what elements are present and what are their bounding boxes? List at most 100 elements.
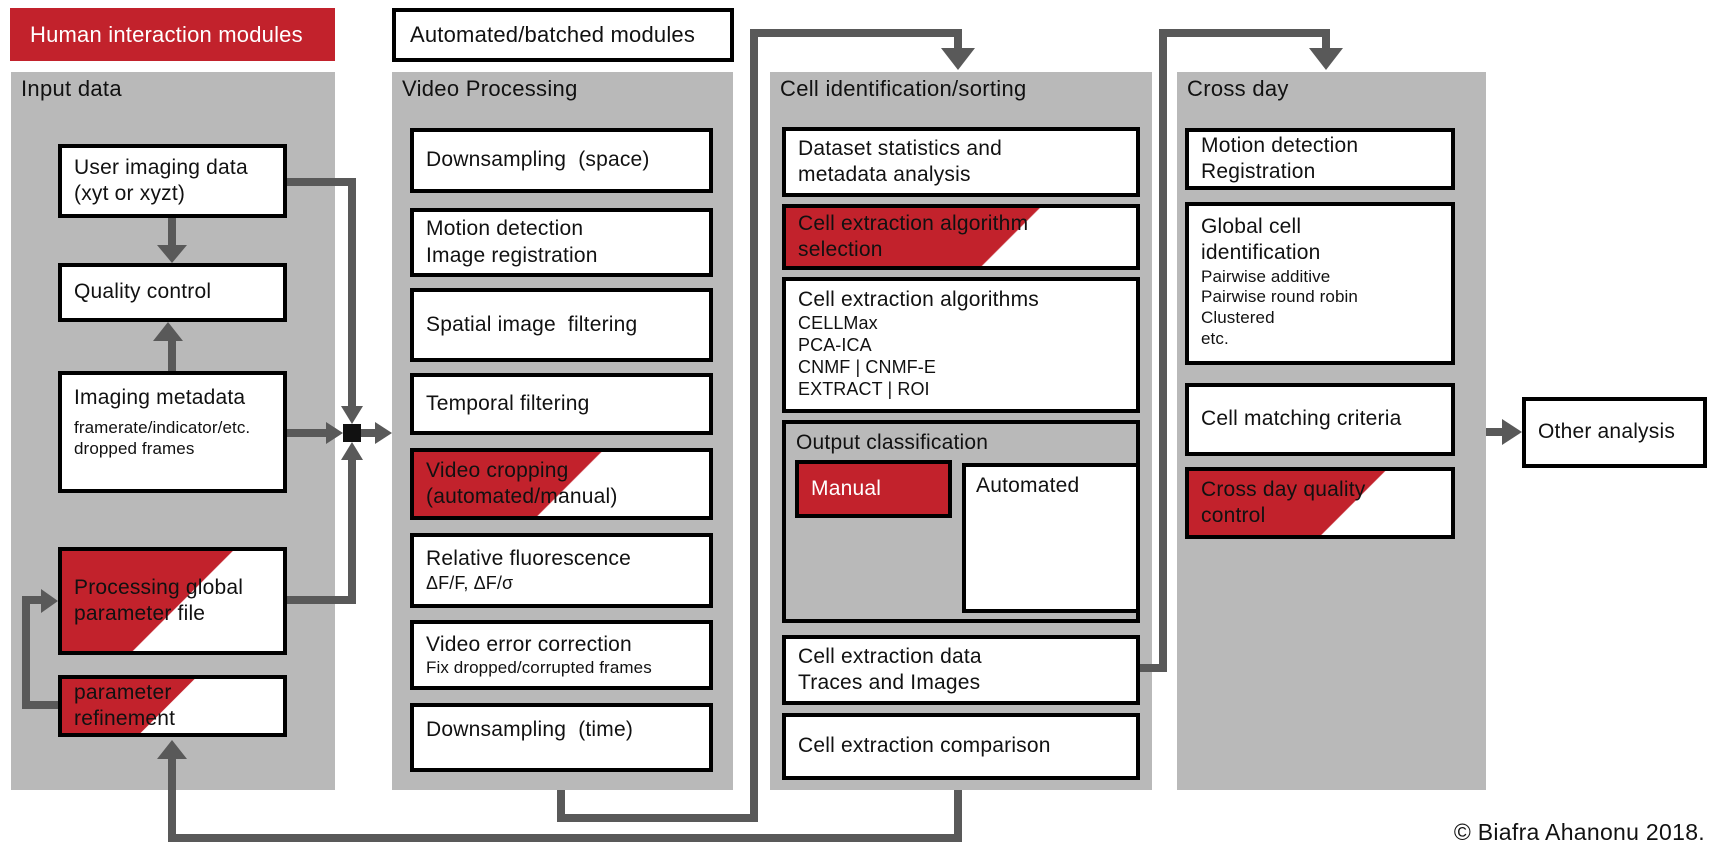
module-extraction-data: Cell extraction data Traces and Images xyxy=(782,635,1140,705)
module-relative-fluorescence-label: Relative fluorescence xyxy=(426,547,631,571)
module-downsampling-time: Downsampling (time) xyxy=(410,703,713,772)
module-quality-control: Quality control xyxy=(58,263,287,322)
panel-output-classification: Output classification Manual Automated xyxy=(782,420,1140,623)
module-crossday-motion-detection: Motion detection Registration xyxy=(1185,128,1455,190)
module-quality-control-label: Quality control xyxy=(74,280,212,304)
module-extraction-data-label: Cell extraction data Traces and Images xyxy=(798,644,982,694)
column-video-processing-title: Video Processing xyxy=(402,76,578,101)
connector-user-to-quality xyxy=(168,218,176,245)
module-video-cropping-label: Video cropping (automated/manual) xyxy=(426,458,618,508)
column-cell-identification-title: Cell identification/sorting xyxy=(780,76,1027,101)
connector-extractiondata-to-crossday xyxy=(1159,29,1167,672)
arrowhead-into-video-processing xyxy=(375,422,392,444)
connector-vp-to-cellid xyxy=(557,814,758,822)
module-manual-classification-label: Manual xyxy=(811,476,882,500)
legend-human-interaction-modules: Human interaction modules xyxy=(10,8,335,61)
legend-automated-label: Automated/batched modules xyxy=(410,22,696,48)
arrowhead-into-cross-day xyxy=(1309,48,1343,70)
module-crossday-quality-control: Cross day quality control xyxy=(1185,467,1455,539)
connector-refinement-loop xyxy=(22,701,58,709)
module-spatial-filtering: Spatial image filtering xyxy=(410,288,713,362)
module-extraction-comparison: Cell extraction comparison xyxy=(782,713,1140,780)
module-imaging-metadata-sublabel: framerate/indicator/etc. dropped frames xyxy=(74,418,251,458)
module-downsampling-space: Downsampling (space) xyxy=(410,128,713,193)
column-input-data-title: Input data xyxy=(21,76,122,101)
connector-extractiondata-to-crossday xyxy=(1322,33,1330,48)
module-automated-classification: Automated xyxy=(962,463,1140,613)
module-temporal-filtering: Temporal filtering xyxy=(410,373,713,435)
module-manual-classification: Manual xyxy=(795,460,952,518)
module-relative-fluorescence: Relative fluorescence ΔF/F, ΔF/σ xyxy=(410,533,713,608)
connector-metadata-to-node xyxy=(287,429,326,437)
panel-output-classification-title: Output classification xyxy=(796,431,989,454)
connector-refinement-loop xyxy=(22,596,41,604)
arrowhead-into-node-left xyxy=(326,422,343,444)
merge-node xyxy=(343,424,361,442)
module-video-error-correction: Video error correction Fix dropped/corru… xyxy=(410,620,713,690)
module-other-analysis: Other analysis xyxy=(1522,397,1707,468)
module-parameter-refinement: parameter refinement xyxy=(58,675,287,737)
column-cross-day-title: Cross day xyxy=(1187,76,1289,101)
connector-vp-to-cellid xyxy=(750,29,962,37)
connector-comparison-to-refinement xyxy=(954,790,962,842)
connector-paramfile-to-node xyxy=(348,460,356,604)
module-global-cell-identification-label: Global cell identification xyxy=(1201,215,1321,265)
arrowhead-into-parameter-file xyxy=(41,589,58,613)
module-crossday-quality-control-label: Cross day quality control xyxy=(1201,477,1366,527)
module-global-cell-identification: Global cell identification Pairwise addi… xyxy=(1185,202,1455,365)
module-processing-parameter-file: Processing global parameter file xyxy=(58,547,287,655)
module-video-cropping: Video cropping (automated/manual) xyxy=(410,448,713,520)
connector-crossday-to-other xyxy=(1486,428,1502,436)
connector-extractiondata-to-crossday xyxy=(1159,29,1330,37)
module-downsampling-time-label: Downsampling (time) xyxy=(426,718,634,741)
module-processing-parameter-file-label: Processing global parameter file xyxy=(74,575,244,625)
module-downsampling-space-label: Downsampling (space) xyxy=(426,148,650,172)
arrowhead-into-other-analysis xyxy=(1502,419,1522,445)
connector-metadata-to-quality xyxy=(168,341,176,371)
arrowhead-into-quality-control xyxy=(157,245,187,263)
module-imaging-metadata: Imaging metadata framerate/indicator/etc… xyxy=(58,371,287,493)
connector-comparison-to-refinement xyxy=(168,834,962,842)
connector-refinement-loop xyxy=(22,596,30,709)
connector-vp-to-cellid xyxy=(750,29,758,822)
module-user-imaging-data-label: User imaging data (xyt or xyzt) xyxy=(74,155,248,205)
module-extraction-algorithms-label: Cell extraction algorithms xyxy=(798,288,1039,311)
module-video-error-correction-sublabel: Fix dropped/corrupted frames xyxy=(426,657,652,677)
connector-extractiondata-to-crossday xyxy=(1140,664,1167,672)
module-cell-matching-criteria: Cell matching criteria xyxy=(1185,383,1455,456)
module-crossday-motion-detection-label: Motion detection Registration xyxy=(1201,133,1359,183)
module-spatial-filtering-label: Spatial image filtering xyxy=(426,312,638,336)
module-motion-detection: Motion detection Image registration xyxy=(410,208,713,277)
module-extraction-algorithms: Cell extraction algorithms CELLMax PCA-I… xyxy=(782,277,1140,413)
module-algorithm-selection-label: Cell extraction algorithm selection xyxy=(798,211,1029,261)
connector-user-data-to-node xyxy=(348,178,356,406)
module-imaging-metadata-label: Imaging metadata xyxy=(74,386,246,409)
connector-paramfile-to-node xyxy=(287,596,356,604)
connector-node-to-video-processing xyxy=(361,429,375,437)
arrowhead-into-node-top xyxy=(341,406,363,424)
module-other-analysis-label: Other analysis xyxy=(1538,420,1676,444)
connector-vp-to-cellid xyxy=(954,33,962,48)
arrowhead-into-node-bottom xyxy=(341,442,363,460)
legend-human-label: Human interaction modules xyxy=(30,21,303,47)
module-global-cell-identification-sublabel: Pairwise additive Pairwise round robin C… xyxy=(1201,266,1358,348)
module-parameter-refinement-label: parameter refinement xyxy=(74,680,176,730)
module-extraction-algorithms-sublabel: CELLMax PCA-ICA CNMF | CNMF-E EXTRACT | … xyxy=(798,313,936,400)
module-video-error-correction-label: Video error correction xyxy=(426,632,632,656)
legend-automated-modules: Automated/batched modules xyxy=(392,8,734,62)
module-dataset-statistics: Dataset statistics and metadata analysis xyxy=(782,127,1140,197)
module-extraction-comparison-label: Cell extraction comparison xyxy=(798,734,1051,758)
module-algorithm-selection: Cell extraction algorithm selection xyxy=(782,204,1140,270)
module-user-imaging-data: User imaging data (xyt or xyzt) xyxy=(58,144,287,218)
connector-comparison-to-refinement xyxy=(168,759,176,842)
arrowhead-into-parameter-refinement xyxy=(157,740,187,759)
arrowhead-into-quality-from-metadata xyxy=(153,322,183,341)
connector-vp-to-cellid xyxy=(557,790,565,822)
copyright-text: © Biafra Ahanonu 2018. xyxy=(1453,819,1705,845)
module-automated-classification-label: Automated xyxy=(976,474,1080,497)
connector-user-data-to-node xyxy=(287,178,356,186)
arrowhead-into-cell-identification xyxy=(941,48,975,70)
module-dataset-statistics-label: Dataset statistics and metadata analysis xyxy=(798,136,1002,186)
module-motion-detection-label: Motion detection Image registration xyxy=(426,217,598,267)
